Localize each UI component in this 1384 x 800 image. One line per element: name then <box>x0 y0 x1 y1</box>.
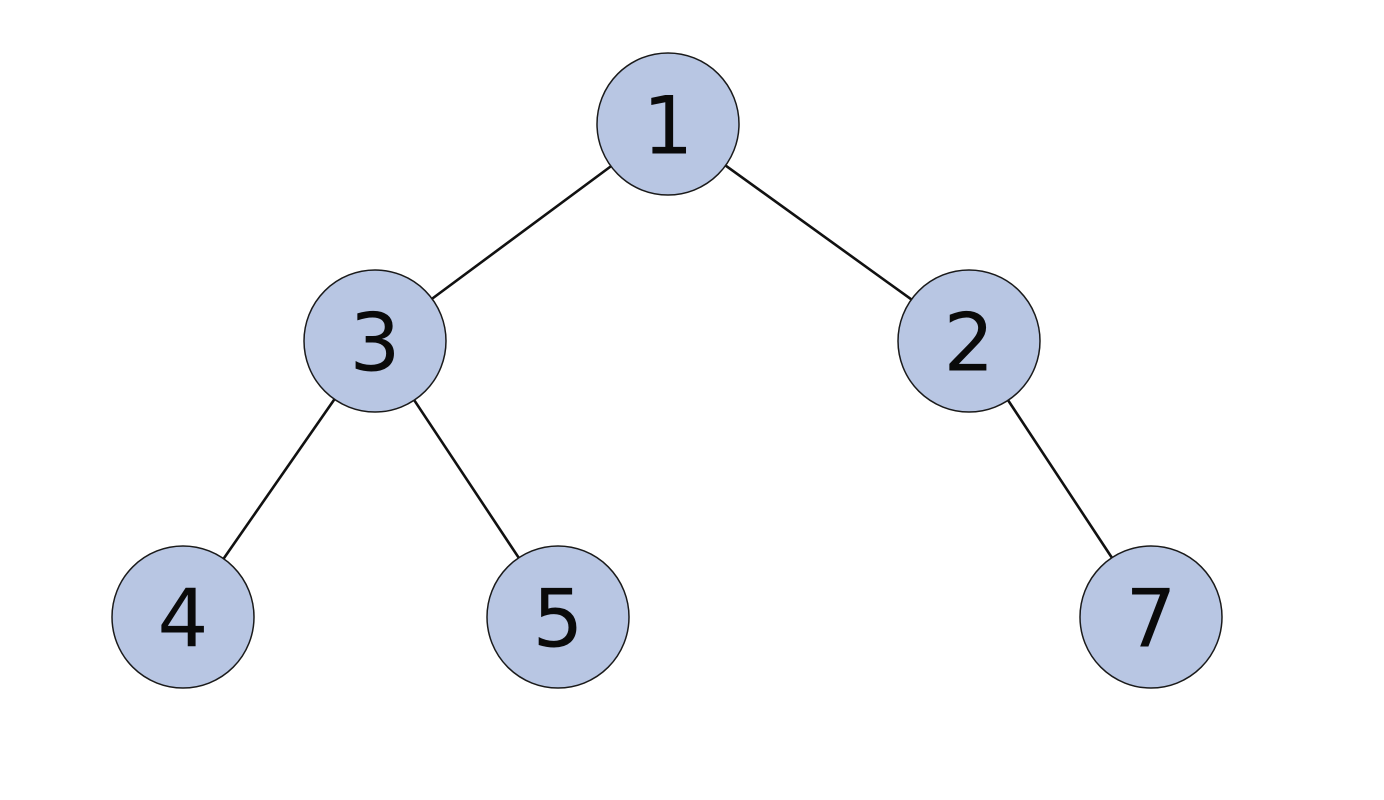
edge-n1-n2 <box>724 164 913 301</box>
node-label: 2 <box>944 297 995 390</box>
tree-node-3: 3 <box>303 269 447 413</box>
node-circle <box>486 545 630 689</box>
node-circle <box>897 269 1041 413</box>
edge-n1-n3 <box>431 165 612 300</box>
node-label: 1 <box>643 80 694 173</box>
edge-n3-n5 <box>413 399 520 559</box>
node-label: 4 <box>158 573 209 666</box>
node-circle <box>111 545 255 689</box>
node-circle <box>303 269 447 413</box>
node-label: 7 <box>1126 573 1177 666</box>
edge-n3-n4 <box>222 398 336 560</box>
node-circle <box>1079 545 1223 689</box>
tree-node-7: 7 <box>1079 545 1223 689</box>
edge-n2-n7 <box>1007 399 1113 559</box>
node-circle <box>596 52 740 196</box>
node-label: 5 <box>533 573 584 666</box>
nodes-layer: 1 3 2 4 5 7 <box>111 52 1223 689</box>
tree-node-2: 2 <box>897 269 1041 413</box>
tree-node-1: 1 <box>596 52 740 196</box>
edges-layer <box>222 164 1113 560</box>
tree-node-4: 4 <box>111 545 255 689</box>
node-label: 3 <box>350 297 401 390</box>
tree-node-5: 5 <box>486 545 630 689</box>
